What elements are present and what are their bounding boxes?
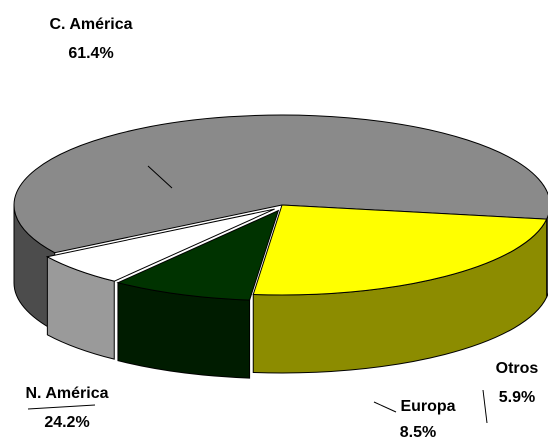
- value-n-america: 24.2%: [44, 414, 89, 431]
- pie-sides: [13, 204, 548, 379]
- label-c-america: C. América: [50, 16, 133, 33]
- slice-top-europa: [116, 209, 280, 301]
- leader-otros: [482, 389, 488, 424]
- leader-lines: [27, 165, 488, 424]
- label-n-america: N. América: [26, 385, 109, 402]
- value-otros: 5.9%: [499, 389, 535, 406]
- slice-top-n-am-rica: [252, 204, 548, 296]
- slice-top-c-am-rica: [13, 114, 548, 254]
- slice-top-otros: [45, 208, 275, 282]
- leader-europa: [373, 401, 397, 413]
- value-europa: 8.5%: [400, 424, 436, 440]
- value-c-america: 61.4%: [68, 45, 113, 62]
- pie-tops: [13, 114, 548, 301]
- leader-n-america: [27, 404, 96, 410]
- label-otros: Otros: [496, 360, 539, 377]
- leader-c-america: [147, 165, 173, 189]
- label-europa: Europa: [400, 398, 455, 415]
